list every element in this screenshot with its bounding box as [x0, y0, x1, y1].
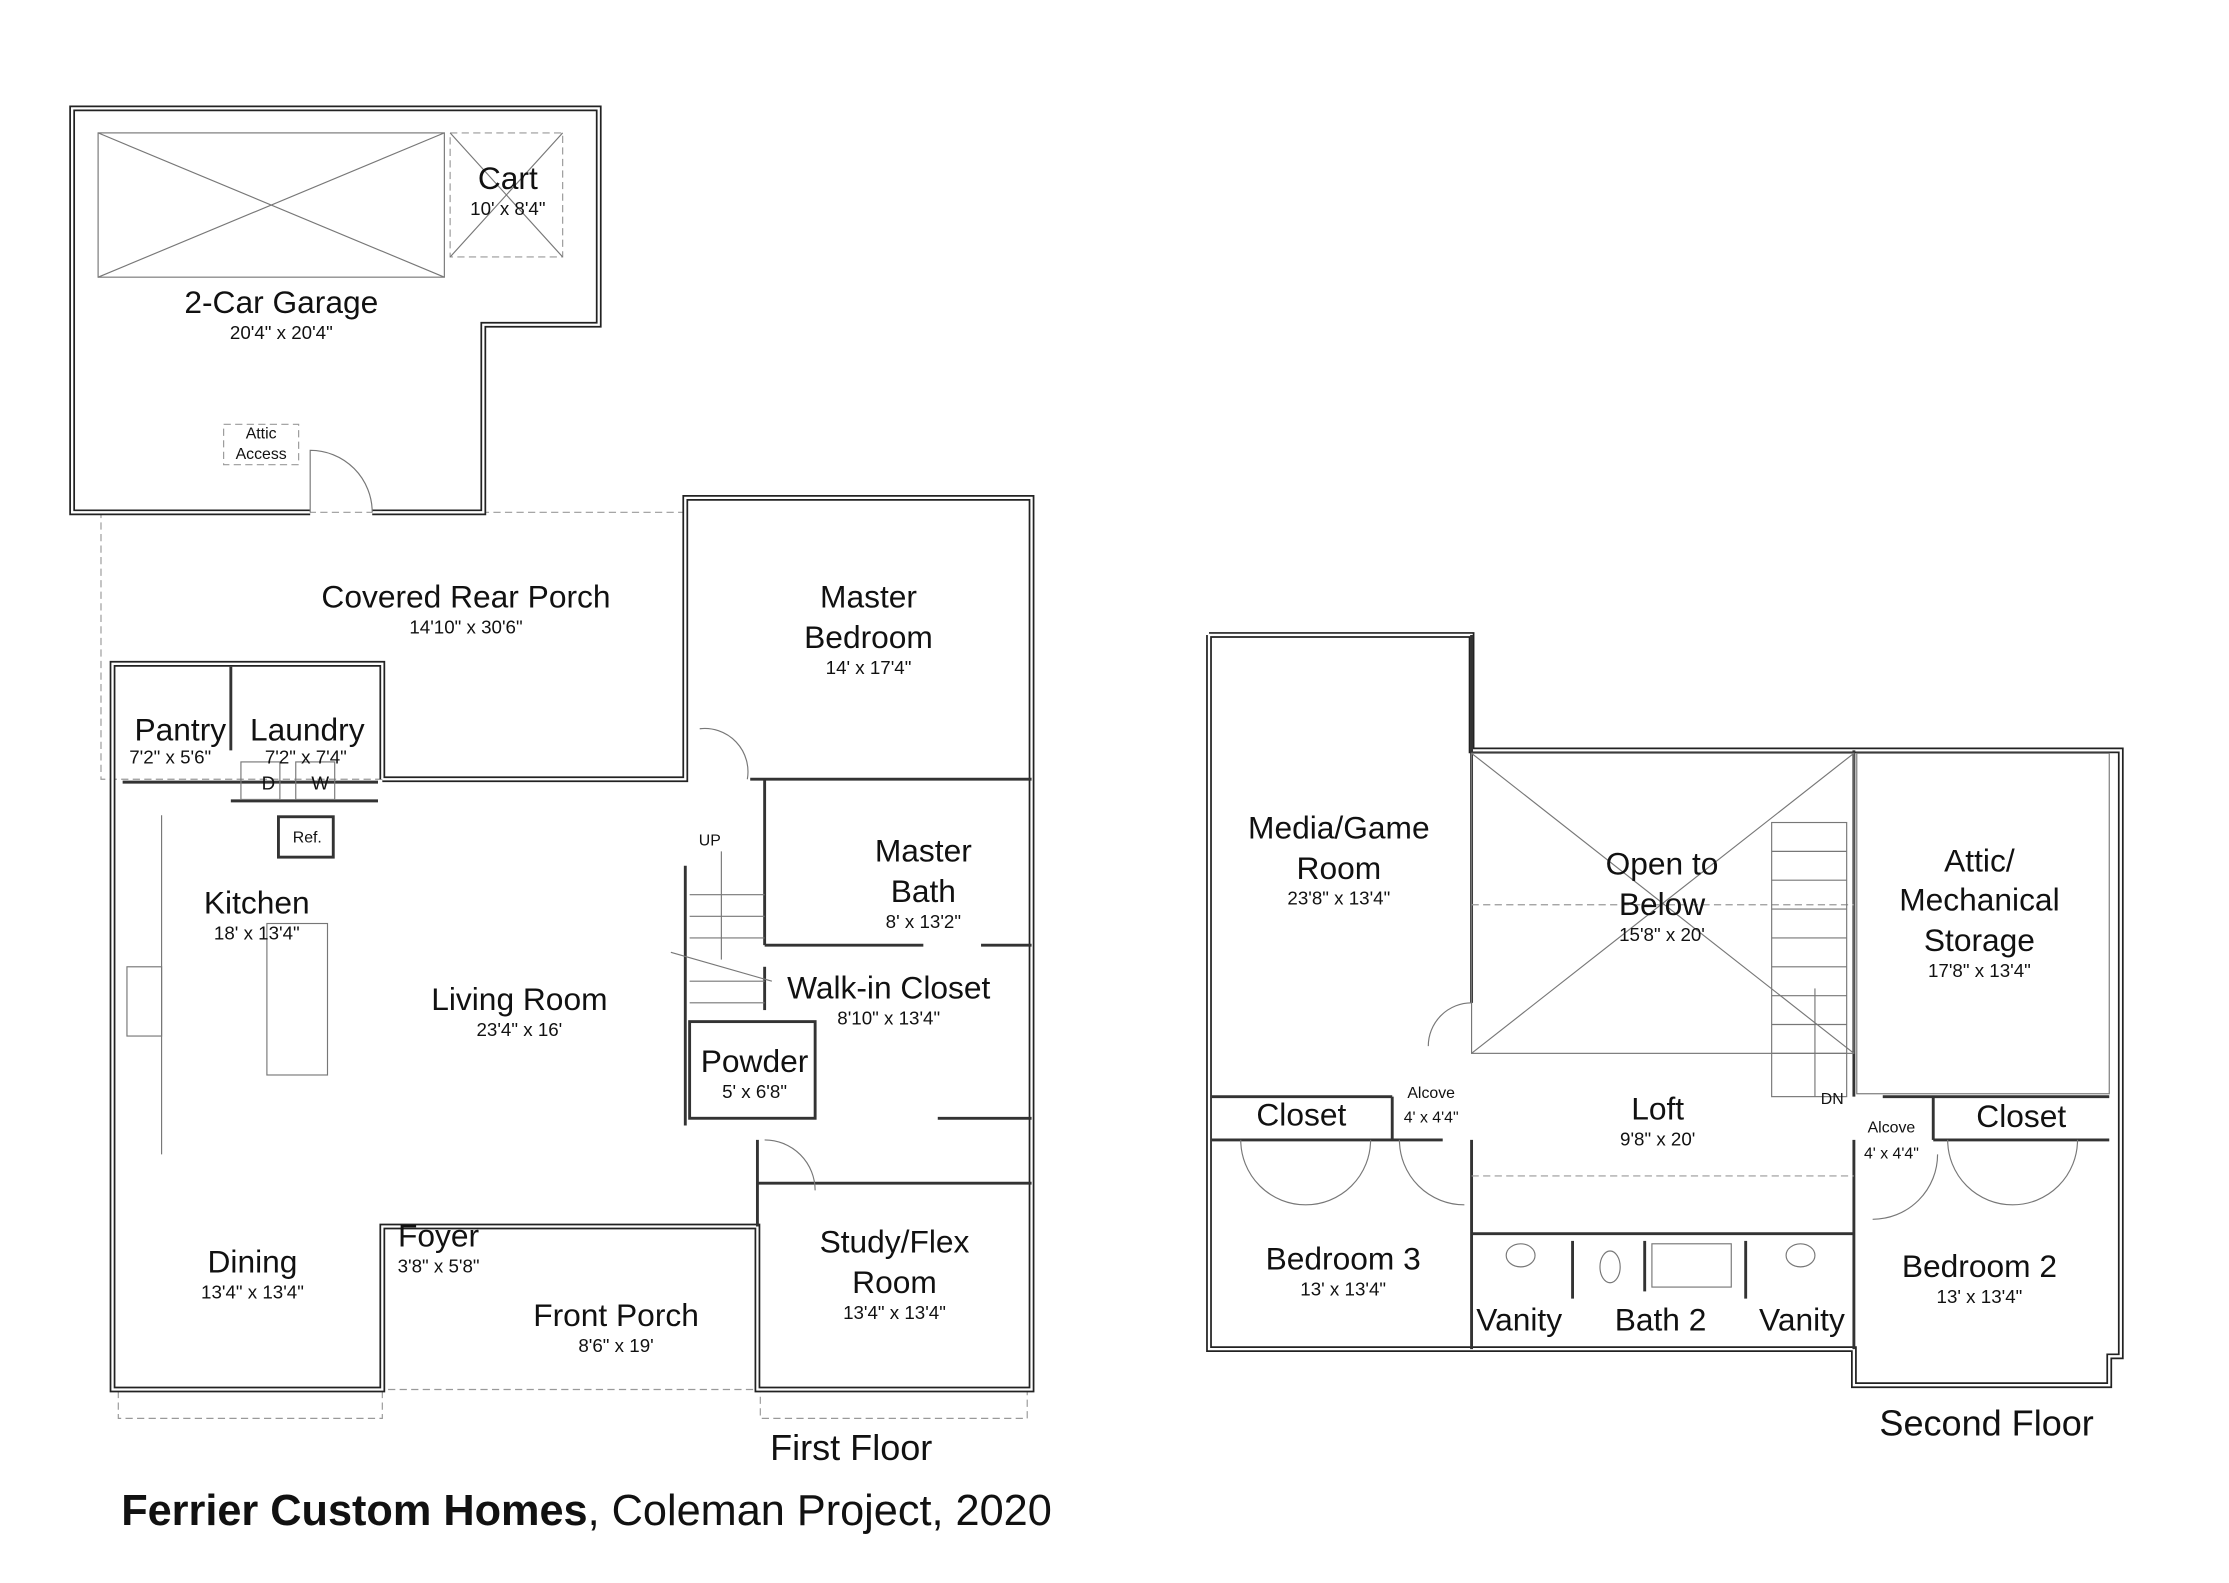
room-name: Media/Game: [1248, 809, 1430, 845]
room-dims: 5' x 6'8": [722, 1081, 787, 1102]
second-floor-walls: [1206, 632, 2124, 1389]
room-name: Covered Rear Porch: [321, 579, 610, 615]
study-bay-outline: [759, 1388, 1028, 1419]
room-name: Closet: [1976, 1098, 2066, 1134]
garage-walls: [69, 105, 602, 516]
fridge: [277, 815, 335, 859]
room-dims: 13'4" x 13'4": [201, 1282, 304, 1303]
attic-access-label: Attic: [246, 426, 277, 443]
room-name: Foyer: [398, 1218, 480, 1254]
room-dims: 4' x 4'4": [1404, 1110, 1459, 1127]
room-dims: 15'8" x 20': [1619, 924, 1705, 945]
attic-access-label: Access: [236, 446, 287, 463]
stairs: [670, 851, 773, 1004]
room-name: Vanity: [1759, 1301, 1845, 1337]
room-name: Living Room: [431, 981, 607, 1017]
room-name: Front Porch: [533, 1297, 699, 1333]
room-dims: 9'8" x 20': [1620, 1129, 1695, 1150]
room-dims: 17'8" x 13'4": [1928, 960, 2031, 981]
caption-project: , Coleman Project, 2020: [588, 1487, 1052, 1535]
room-dims: 8' x 13'2": [886, 911, 961, 932]
room-name: Vanity: [1476, 1301, 1562, 1337]
room-name: Master: [875, 832, 972, 868]
room-dims: 8'10" x 13'4": [837, 1007, 940, 1028]
room-name: Alcove: [1407, 1085, 1455, 1102]
room-dims: 7'2" x 5'6": [129, 746, 211, 767]
first-floor-walls: [109, 495, 1035, 1393]
second-floor-title: Second Floor: [1879, 1403, 2093, 1444]
fridge-label: Ref.: [293, 830, 322, 847]
room-dims: 8'6" x 19': [578, 1335, 653, 1356]
room-name: Mechanical: [1899, 882, 2059, 918]
room-name: Storage: [1924, 922, 2035, 958]
room-name: Walk-in Closet: [787, 970, 990, 1006]
room-dims: 23'4" x 16': [477, 1019, 563, 1040]
room-name: Bath: [891, 873, 956, 909]
room-dims: 18' x 13'4": [214, 922, 300, 943]
dryer-label: D: [262, 772, 276, 793]
room-name: 2-Car Garage: [184, 284, 378, 320]
first-floor-plan: Cart 10' x 8'4" 2-Car Garage 20'4" x 20'…: [69, 105, 1035, 1468]
room-name: Bedroom: [804, 619, 933, 655]
room-dims: 23'8" x 13'4": [1287, 888, 1390, 909]
room-name: Powder: [701, 1043, 809, 1079]
stairs-down-label: DN: [1821, 1091, 1844, 1108]
room-name: Cart: [478, 160, 538, 196]
second-floor-labels: Media/Game Room 23'8" x 13'4" Open to Be…: [1248, 809, 2094, 1443]
second-floor-plan: Media/Game Room 23'8" x 13'4" Open to Be…: [1206, 632, 2124, 1444]
room-name: Alcove: [1868, 1120, 1916, 1137]
room-dims: 14' x 17'4": [826, 657, 912, 678]
room-name: Loft: [1631, 1091, 1684, 1127]
room-name: Kitchen: [204, 884, 310, 920]
room-name: Bedroom 3: [1266, 1241, 1421, 1277]
room-dims: 13' x 13'4": [1300, 1279, 1386, 1300]
room-name: Closet: [1256, 1096, 1346, 1132]
stairs: [1771, 821, 1848, 1098]
room-name: Room: [1297, 850, 1382, 886]
room-dims: 10' x 8'4": [470, 198, 545, 219]
room-name: Study/Flex: [820, 1223, 970, 1259]
room-dims: 13'4" x 13'4": [843, 1302, 946, 1323]
room-dims: 4' x 4'4": [1864, 1146, 1919, 1163]
room-name: Dining: [208, 1244, 298, 1280]
stairs-up-label: UP: [699, 833, 721, 850]
room-name: Open to: [1606, 845, 1719, 881]
caption: Ferrier Custom Homes, Coleman Project, 2…: [121, 1487, 1052, 1535]
room-name: Laundry: [250, 711, 365, 747]
first-floor-labels: Cart 10' x 8'4" 2-Car Garage 20'4" x 20'…: [129, 160, 990, 1468]
room-dims: 13' x 13'4": [1937, 1286, 2023, 1307]
caption-company: Ferrier Custom Homes: [121, 1487, 587, 1535]
room-dims: 14'10" x 30'6": [409, 617, 522, 638]
room-dims: 20'4" x 20'4": [230, 322, 333, 343]
first-floor-title: First Floor: [770, 1427, 932, 1468]
room-name: Master: [820, 579, 917, 615]
room-name: Bath 2: [1615, 1301, 1707, 1337]
room-name: Attic/: [1944, 843, 2015, 879]
room-name: Pantry: [135, 711, 227, 747]
room-name: Below: [1619, 886, 1705, 922]
room-dims: 7'2" x 7'4": [265, 746, 347, 767]
attic-access-hatch: [223, 423, 300, 466]
room-name: Room: [852, 1264, 937, 1300]
dining-bay-outline: [117, 1388, 383, 1419]
washer-label: W: [311, 772, 329, 793]
room-name: Bedroom 2: [1902, 1248, 2057, 1284]
room-dims: 3'8" x 5'8": [398, 1256, 480, 1277]
